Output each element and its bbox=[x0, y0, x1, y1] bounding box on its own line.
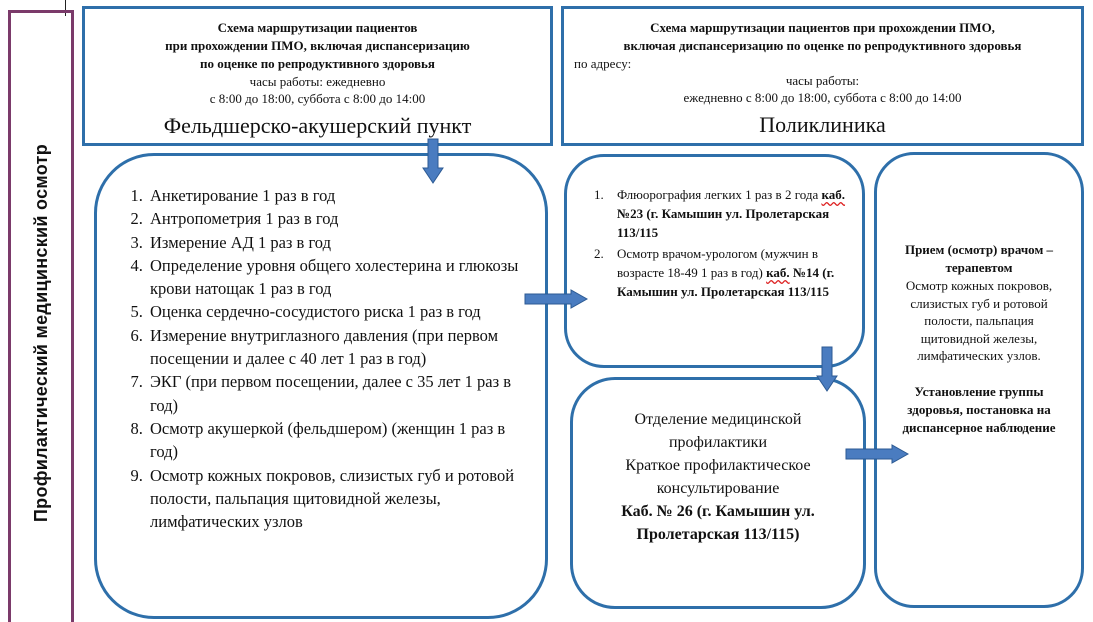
arrow-right-to-therapist-icon bbox=[845, 444, 909, 464]
urologist-kab: каб. bbox=[766, 265, 790, 280]
therapist-text: Осмотр кожных покровов, слизистых губ и … bbox=[905, 278, 1053, 363]
fluorography-location: №23 (г. Камышин ул. Пролетарская 113/115 bbox=[617, 206, 830, 240]
fap-header-box: Схема маршрутизации пациентов при прохож… bbox=[82, 6, 553, 146]
side-title: Профилактический медицинский осмотр bbox=[31, 143, 51, 523]
fap-step: Анкетирование 1 раз в год bbox=[147, 184, 525, 207]
fap-place-title: Фельдшерско-акушерский пункт bbox=[163, 113, 472, 138]
poly-steps-list: Флюорография легких 1 раз в 2 года каб. … bbox=[579, 185, 848, 301]
poly-header-title-2: включая диспансеризацию по оценке по реп… bbox=[623, 38, 1022, 53]
fap-step: Осмотр кожных покровов, слизистых губ и … bbox=[147, 464, 525, 534]
arrow-down-fap-icon bbox=[422, 138, 444, 184]
poly-header-title-1: Схема маршрутизации пациентов при прохож… bbox=[650, 20, 995, 35]
fap-hours-label: часы работы: ежедневно bbox=[249, 74, 386, 89]
prevention-line-5: Каб. № 26 (г. Камышин ул. bbox=[621, 503, 815, 520]
poly-steps-box: Флюорография легких 1 раз в 2 года каб. … bbox=[564, 154, 865, 368]
poly-hours-label: часы работы: bbox=[785, 73, 860, 88]
urologist-location: №14 (г. Камышин ул. Пролетарская 113/115 bbox=[617, 265, 835, 299]
fap-header-title-2: при прохождении ПМО, включая диспансериз… bbox=[165, 38, 470, 53]
urologist-step: Осмотр врачом-урологом (мужчин в возраст… bbox=[607, 244, 848, 301]
prevention-line-3: Краткое профилактическое bbox=[625, 457, 811, 474]
fap-step: Измерение АД 1 раз в год bbox=[147, 231, 525, 254]
prevention-line-4: консультирование bbox=[656, 480, 780, 497]
fluorography-text: Флюорография легких 1 раз в 2 года bbox=[617, 187, 822, 202]
fap-step: Определение уровня общего холестерина и … bbox=[147, 254, 525, 301]
top-tick-line bbox=[65, 0, 66, 16]
fap-hours-value: с 8:00 до 18:00, суббота с 8:00 до 14:00 bbox=[209, 91, 426, 106]
arrow-down-prevention-icon bbox=[816, 346, 838, 392]
poly-address-label: по адресу: bbox=[574, 56, 632, 71]
fap-step: ЭКГ (при первом посещении, далее с 35 ле… bbox=[147, 370, 525, 417]
fap-step: Антропометрия 1 раз в год bbox=[147, 207, 525, 230]
therapist-result: Установление группы здоровья, постановка… bbox=[902, 383, 1056, 435]
fap-steps-list: Анкетирование 1 раз в год Антропометрия … bbox=[125, 184, 525, 533]
fap-step: Оценка сердечно-сосудистого риска 1 раз … bbox=[147, 300, 525, 323]
poly-header-box: Схема маршрутизации пациентов при прохож… bbox=[561, 6, 1084, 146]
prevention-line-1: Отделение медицинской bbox=[634, 411, 802, 428]
fap-step: Осмотр акушеркой (фельдшером) (женщин 1 … bbox=[147, 417, 525, 464]
therapist-box: Прием (осмотр) врачом – терапевтом Осмот… bbox=[874, 152, 1084, 608]
fluorography-kab: каб. bbox=[821, 187, 846, 202]
prevention-line-6: Пролетарская 113/115) bbox=[636, 526, 800, 543]
poly-hours-value: ежедневно с 8:00 до 18:00, суббота с 8:0… bbox=[683, 90, 962, 105]
prevention-line-2: профилактики bbox=[668, 434, 768, 451]
fap-step: Измерение внутриглазного давления (при п… bbox=[147, 324, 525, 371]
therapist-title: Прием (осмотр) врачом – терапевтом bbox=[904, 242, 1054, 275]
fluorography-step: Флюорография легких 1 раз в 2 года каб. … bbox=[607, 185, 848, 242]
fap-header-title-1: Схема маршрутизации пациентов bbox=[217, 20, 418, 35]
poly-place-title: Поликлиника bbox=[759, 112, 886, 137]
prevention-box: Отделение медицинской профилактики Кратк… bbox=[570, 377, 866, 609]
fap-header-title-3: по оценке по репродуктивного здоровья bbox=[200, 56, 435, 71]
arrow-right-to-poly-icon bbox=[524, 289, 588, 309]
side-title-strip: Профилактический медицинский осмотр bbox=[8, 10, 74, 622]
fap-steps-box: Анкетирование 1 раз в год Антропометрия … bbox=[94, 153, 548, 619]
urologist-text: Осмотр врачом-урологом (мужчин в возраст… bbox=[617, 246, 818, 280]
